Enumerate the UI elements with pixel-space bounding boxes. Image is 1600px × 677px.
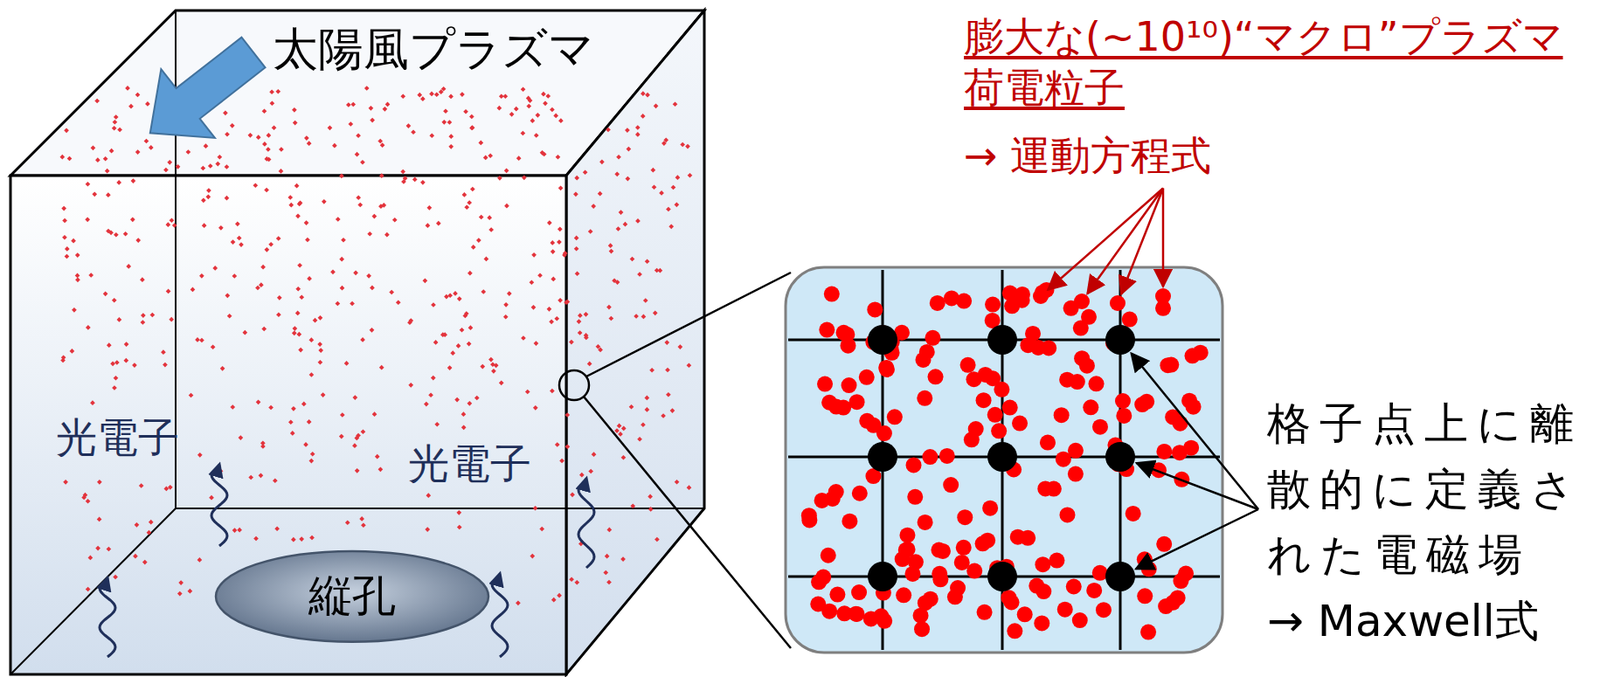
particle-note: 膨大な(~10¹⁰)“マクロ”プラズマ荷電粒子 bbox=[963, 12, 1595, 113]
photon-arrows bbox=[99, 464, 595, 658]
zoom-line bbox=[586, 272, 791, 377]
plasma-title: 太陽風プラズマ bbox=[272, 20, 595, 78]
photoelectron-label: 光電子 bbox=[408, 438, 532, 491]
leader-lines bbox=[1047, 188, 1259, 570]
plasma-particles bbox=[59, 85, 693, 606]
equation-note: → 運動方程式 bbox=[963, 131, 1212, 182]
pit-ellipse: 縦孔 bbox=[214, 549, 491, 645]
cube-hidden-edge bbox=[175, 507, 705, 510]
grid-lines bbox=[788, 270, 1220, 651]
pit-label: 縦孔 bbox=[308, 567, 396, 626]
field-note: 格子点上に離散的に定義された電磁場 bbox=[1267, 391, 1593, 589]
cube-hidden-edge bbox=[10, 508, 176, 675]
cube-front-face bbox=[10, 175, 567, 675]
grid-panel bbox=[785, 267, 1223, 653]
macro-particles bbox=[801, 282, 1209, 641]
cube-side-face bbox=[566, 10, 705, 675]
zoom-line bbox=[583, 396, 791, 649]
grid-points bbox=[867, 325, 1136, 592]
equation-note: → Maxwell式 bbox=[1267, 594, 1539, 650]
photoelectron-label: 光電子 bbox=[55, 412, 180, 465]
solar-wind-arrow bbox=[123, 18, 281, 168]
zoom-circle bbox=[559, 370, 589, 401]
